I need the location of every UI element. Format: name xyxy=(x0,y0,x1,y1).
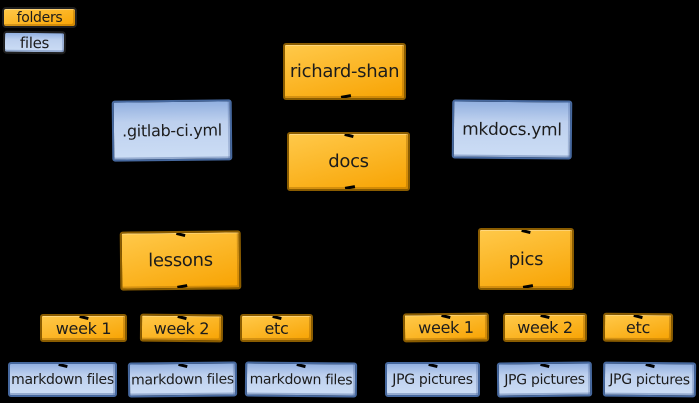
node-lessons-week2-folder: week 2 xyxy=(139,313,224,343)
node-lessons-folder: lessons xyxy=(119,230,242,291)
node-pics-folder: pics xyxy=(478,228,574,290)
node-lessons-etc-folder: etc xyxy=(240,314,313,342)
node-lessons-week1-folder: week 1 xyxy=(40,314,127,342)
node-mkdocs-yml-file: mkdocs.yml xyxy=(451,99,573,160)
node-pics-week1-folder: week 1 xyxy=(402,312,490,343)
node-markdown-files-3: markdown files xyxy=(244,361,358,398)
node-jpg-pictures-3: JPG pictures xyxy=(602,361,697,398)
node-pics-etc-folder: etc xyxy=(602,312,674,343)
node-jpg-pictures-2: JPG pictures xyxy=(496,361,593,398)
node-markdown-files-2: markdown files xyxy=(127,361,238,398)
node-docs-folder: docs xyxy=(287,132,410,191)
node-pics-week2-folder: week 2 xyxy=(503,313,587,342)
legend-folders-swatch: folders xyxy=(2,7,77,28)
node-gitlab-ci-yml-file: .gitlab-ci.yml xyxy=(111,99,233,162)
node-richard-shan-folder: richard-shan xyxy=(283,43,406,100)
node-jpg-pictures-1: JPG pictures xyxy=(385,362,480,397)
node-markdown-files-1: markdown files xyxy=(8,362,117,397)
legend-files-swatch: files xyxy=(2,30,67,55)
